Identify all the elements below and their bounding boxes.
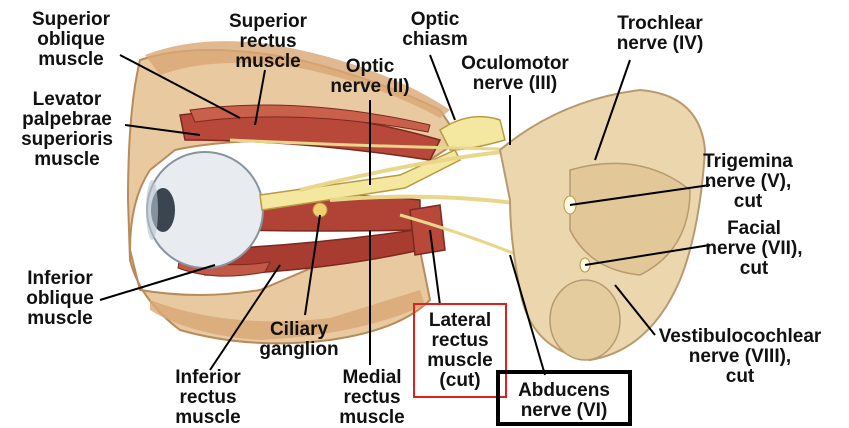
ciliary-ganglion-shape <box>313 203 327 217</box>
label-inferior-rectus: Inferior rectus muscle <box>157 368 259 428</box>
label-superior-oblique: Superior oblique muscle <box>15 10 127 70</box>
label-abducens: Abducens nerve (VI) <box>500 381 628 421</box>
label-facial: Facial nerve (VII), cut <box>692 219 816 279</box>
optic-chiasm-shape <box>440 117 505 150</box>
label-optic-nerve: Optic nerve (II) <box>315 57 425 97</box>
label-inferior-oblique: Inferior oblique muscle <box>10 269 110 329</box>
label-optic-chiasm: Optic chiasm <box>385 10 485 50</box>
label-superior-rectus: Superior rectus muscle <box>218 12 318 72</box>
label-levator: Levator palpebrae superioris muscle <box>8 90 126 170</box>
label-vestibulocochlear: Vestibulocochlear nerve (VIII), cut <box>640 327 840 387</box>
cerebellum-lobe <box>550 280 620 360</box>
label-trigemina: Trigemina nerve (V), cut <box>692 152 804 212</box>
lateral-rectus-stump <box>410 205 445 255</box>
cornea <box>146 180 158 240</box>
label-ciliary: Ciliary ganglion <box>250 320 348 360</box>
label-lateral-rectus: Lateral rectus muscle (cut) <box>413 311 507 391</box>
label-medial-rectus: Medial rectus muscle <box>322 368 422 428</box>
label-trochlear: Trochlear nerve (IV) <box>600 14 720 54</box>
label-oculomotor: Oculomotor nerve (III) <box>455 54 575 94</box>
